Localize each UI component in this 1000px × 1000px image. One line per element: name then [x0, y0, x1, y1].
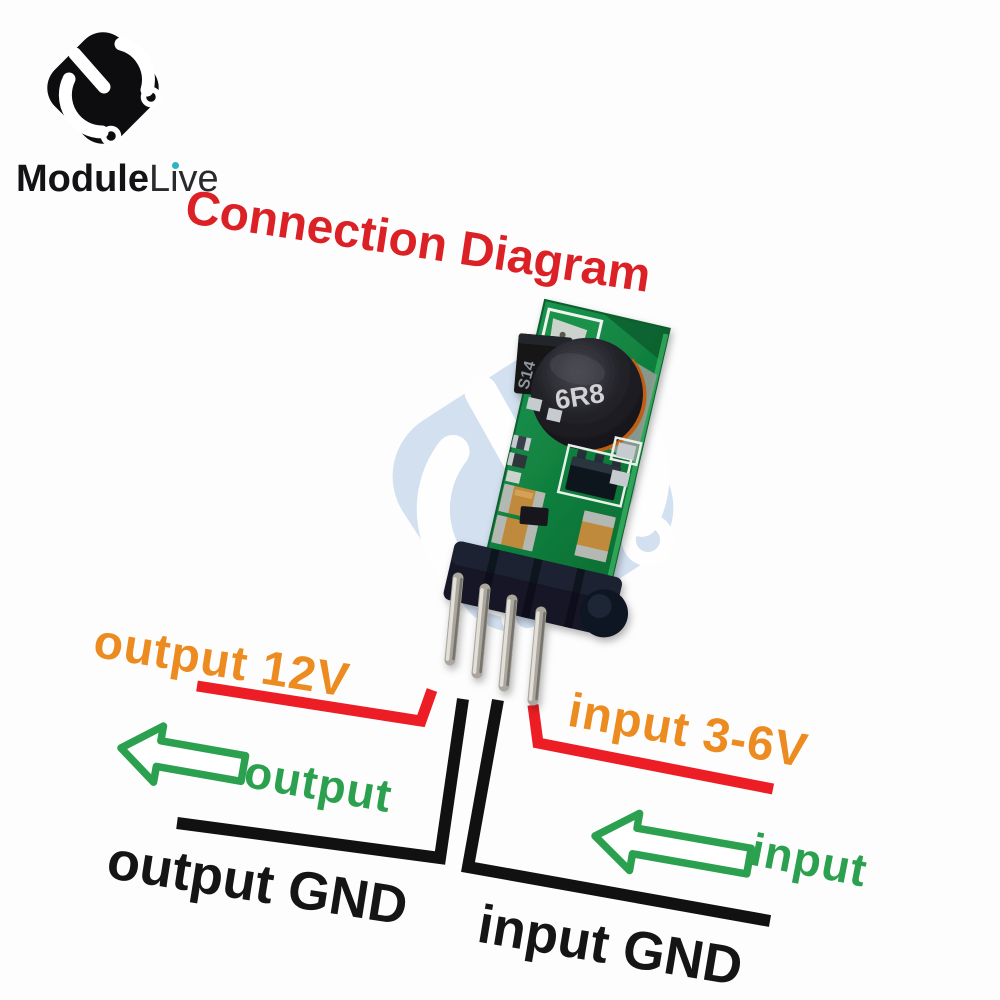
pin-1: [444, 572, 464, 666]
output-12v-wire: [196, 680, 438, 728]
output-arrow-icon: [117, 722, 250, 786]
brand-i-dot: [171, 162, 179, 169]
input-3-6v-wire: [527, 704, 775, 795]
pins: [444, 572, 547, 706]
pin-2: [471, 583, 491, 679]
brand-name-light: Live: [148, 158, 219, 200]
input-gnd-wire: [461, 698, 772, 927]
capacitors: [491, 483, 616, 563]
pin-4: [527, 606, 547, 706]
input-arrow-icon: [591, 809, 755, 878]
brand-wordmark: ModuleLive: [16, 158, 219, 201]
pcb-module: S14 6R8: [443, 298, 671, 638]
output-gnd-wire: [176, 698, 469, 865]
pin-3: [498, 594, 518, 692]
brand-name-bold: Module: [16, 158, 149, 200]
brand-logo-icon: [47, 32, 170, 155]
